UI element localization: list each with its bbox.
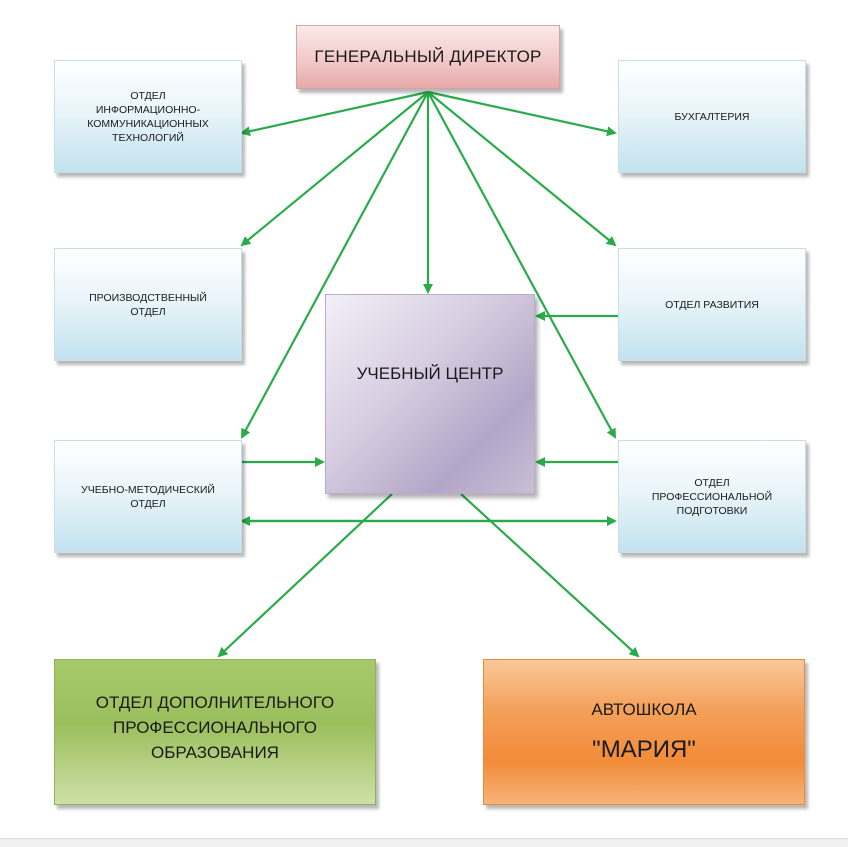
arrow-director-to-professional bbox=[427, 91, 616, 439]
node-production-department-label: ПРОИЗВОДСТВЕННЫЙ ОТДЕЛ bbox=[89, 291, 207, 318]
bottom-divider bbox=[0, 838, 848, 847]
node-development-department-label: ОТДЕЛ РАЗВИТИЯ bbox=[665, 298, 759, 311]
node-professional-training-department-label: ОТДЕЛ ПРОФЕССИОНАЛЬНОЙ ПОДГОТОВКИ bbox=[651, 476, 773, 517]
arrow-director-to-accounting bbox=[427, 90, 617, 137]
node-methodical-department: УЧЕБНО-МЕТОДИЧЕСКИЙ ОТДЕЛ bbox=[54, 440, 242, 553]
node-development-department: ОТДЕЛ РАЗВИТИЯ bbox=[618, 248, 806, 361]
node-additional-education-department-label: ОТДЕЛ ДОПОЛНИТЕЛЬНОГО ПРОФЕССИОНАЛЬНОГО … bbox=[95, 692, 335, 762]
node-methodical-department-label: УЧЕБНО-МЕТОДИЧЕСКИЙ ОТДЕЛ bbox=[81, 483, 215, 510]
node-accounting-label: БУХГАЛТЕРИЯ bbox=[674, 110, 750, 123]
node-additional-education-department: ОТДЕЛ ДОПОЛНИТЕЛЬНОГО ПРОФЕССИОНАЛЬНОГО … bbox=[54, 659, 376, 805]
node-driving-school-label: АВТОШКОЛА bbox=[591, 700, 697, 719]
node-accounting: БУХГАЛТЕРИЯ bbox=[618, 60, 806, 173]
arrow-director-to-methodical bbox=[241, 91, 429, 439]
node-general-director-label: ГЕНЕРАЛЬНЫЙ ДИРЕКТОР bbox=[314, 47, 542, 66]
node-training-center: УЧЕБНЫЙ ЦЕНТР bbox=[325, 294, 535, 494]
node-training-center-label: УЧЕБНЫЙ ЦЕНТР bbox=[356, 364, 504, 383]
node-general-director: ГЕНЕРАЛЬНЫЙ ДИРЕКТОР bbox=[296, 25, 560, 89]
arrow-director-to-production bbox=[240, 91, 429, 247]
node-production-department: ПРОИЗВОДСТВЕННЫЙ ОТДЕЛ bbox=[54, 248, 242, 361]
node-ikt-department: ОТДЕЛ ИНФОРМАЦИОННО- КОММУНИКАЦИОННЫХ ТЕ… bbox=[54, 60, 242, 173]
arrow-director-to-ikt bbox=[240, 90, 429, 137]
node-driving-school: АВТОШКОЛА "МАРИЯ" bbox=[483, 659, 805, 805]
arrow-center-to-driving-school bbox=[460, 493, 640, 658]
arrow-center-to-additional-education bbox=[217, 493, 393, 658]
node-professional-training-department: ОТДЕЛ ПРОФЕССИОНАЛЬНОЙ ПОДГОТОВКИ bbox=[618, 440, 806, 553]
node-ikt-department-label: ОТДЕЛ ИНФОРМАЦИОННО- КОММУНИКАЦИОННЫХ ТЕ… bbox=[87, 89, 209, 144]
node-driving-school-name: "МАРИЯ" bbox=[592, 736, 696, 763]
arrow-director-to-development bbox=[427, 91, 617, 247]
